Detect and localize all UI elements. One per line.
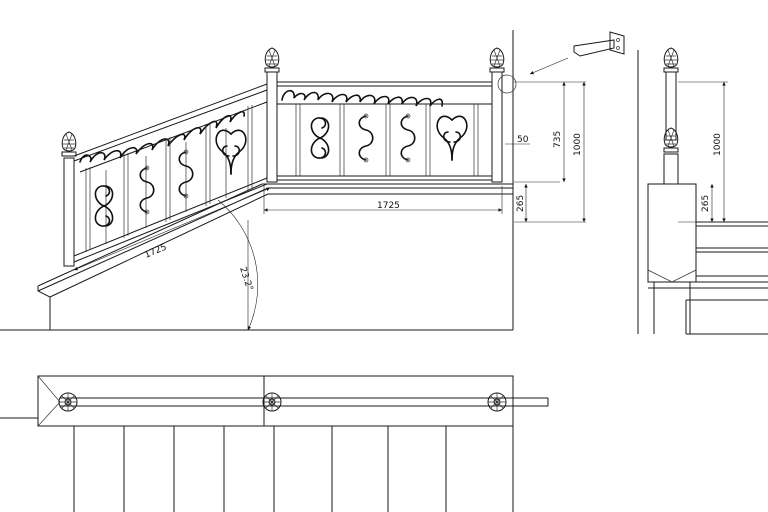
dimension-lines	[73, 81, 586, 331]
plan-view	[0, 375, 549, 512]
stringer-end	[37, 286, 51, 330]
side-dim-1000: 1000	[713, 133, 723, 156]
side-dim-265: 265	[701, 195, 711, 212]
dim-735: 735	[553, 131, 563, 148]
post-left	[61, 131, 77, 267]
sloped-stringer	[37, 183, 269, 298]
sloped-bottom-rail	[73, 177, 268, 263]
dim-angle: 23.2°	[237, 266, 254, 292]
level-base	[262, 183, 513, 195]
dim-slope-length: 1725	[143, 243, 168, 261]
sloped-scroll-band	[79, 110, 246, 163]
dim-1000: 1000	[573, 133, 583, 156]
level-handrail	[277, 81, 492, 87]
post-right	[489, 47, 505, 183]
dim-265: 265	[516, 195, 526, 212]
wall-bracket-detail	[497, 31, 625, 94]
sloped-handrail	[73, 83, 268, 162]
level-bottom-rail	[277, 175, 492, 181]
side-view	[637, 47, 768, 335]
sloped-intermediate-rail	[79, 101, 268, 173]
dim-post-offset: 50	[517, 135, 529, 145]
level-scroll-band	[281, 89, 444, 107]
post-middle	[264, 47, 280, 183]
stair-elevation	[0, 30, 514, 331]
level-balusters	[295, 104, 479, 176]
dim-level-length: 1725	[377, 201, 400, 211]
